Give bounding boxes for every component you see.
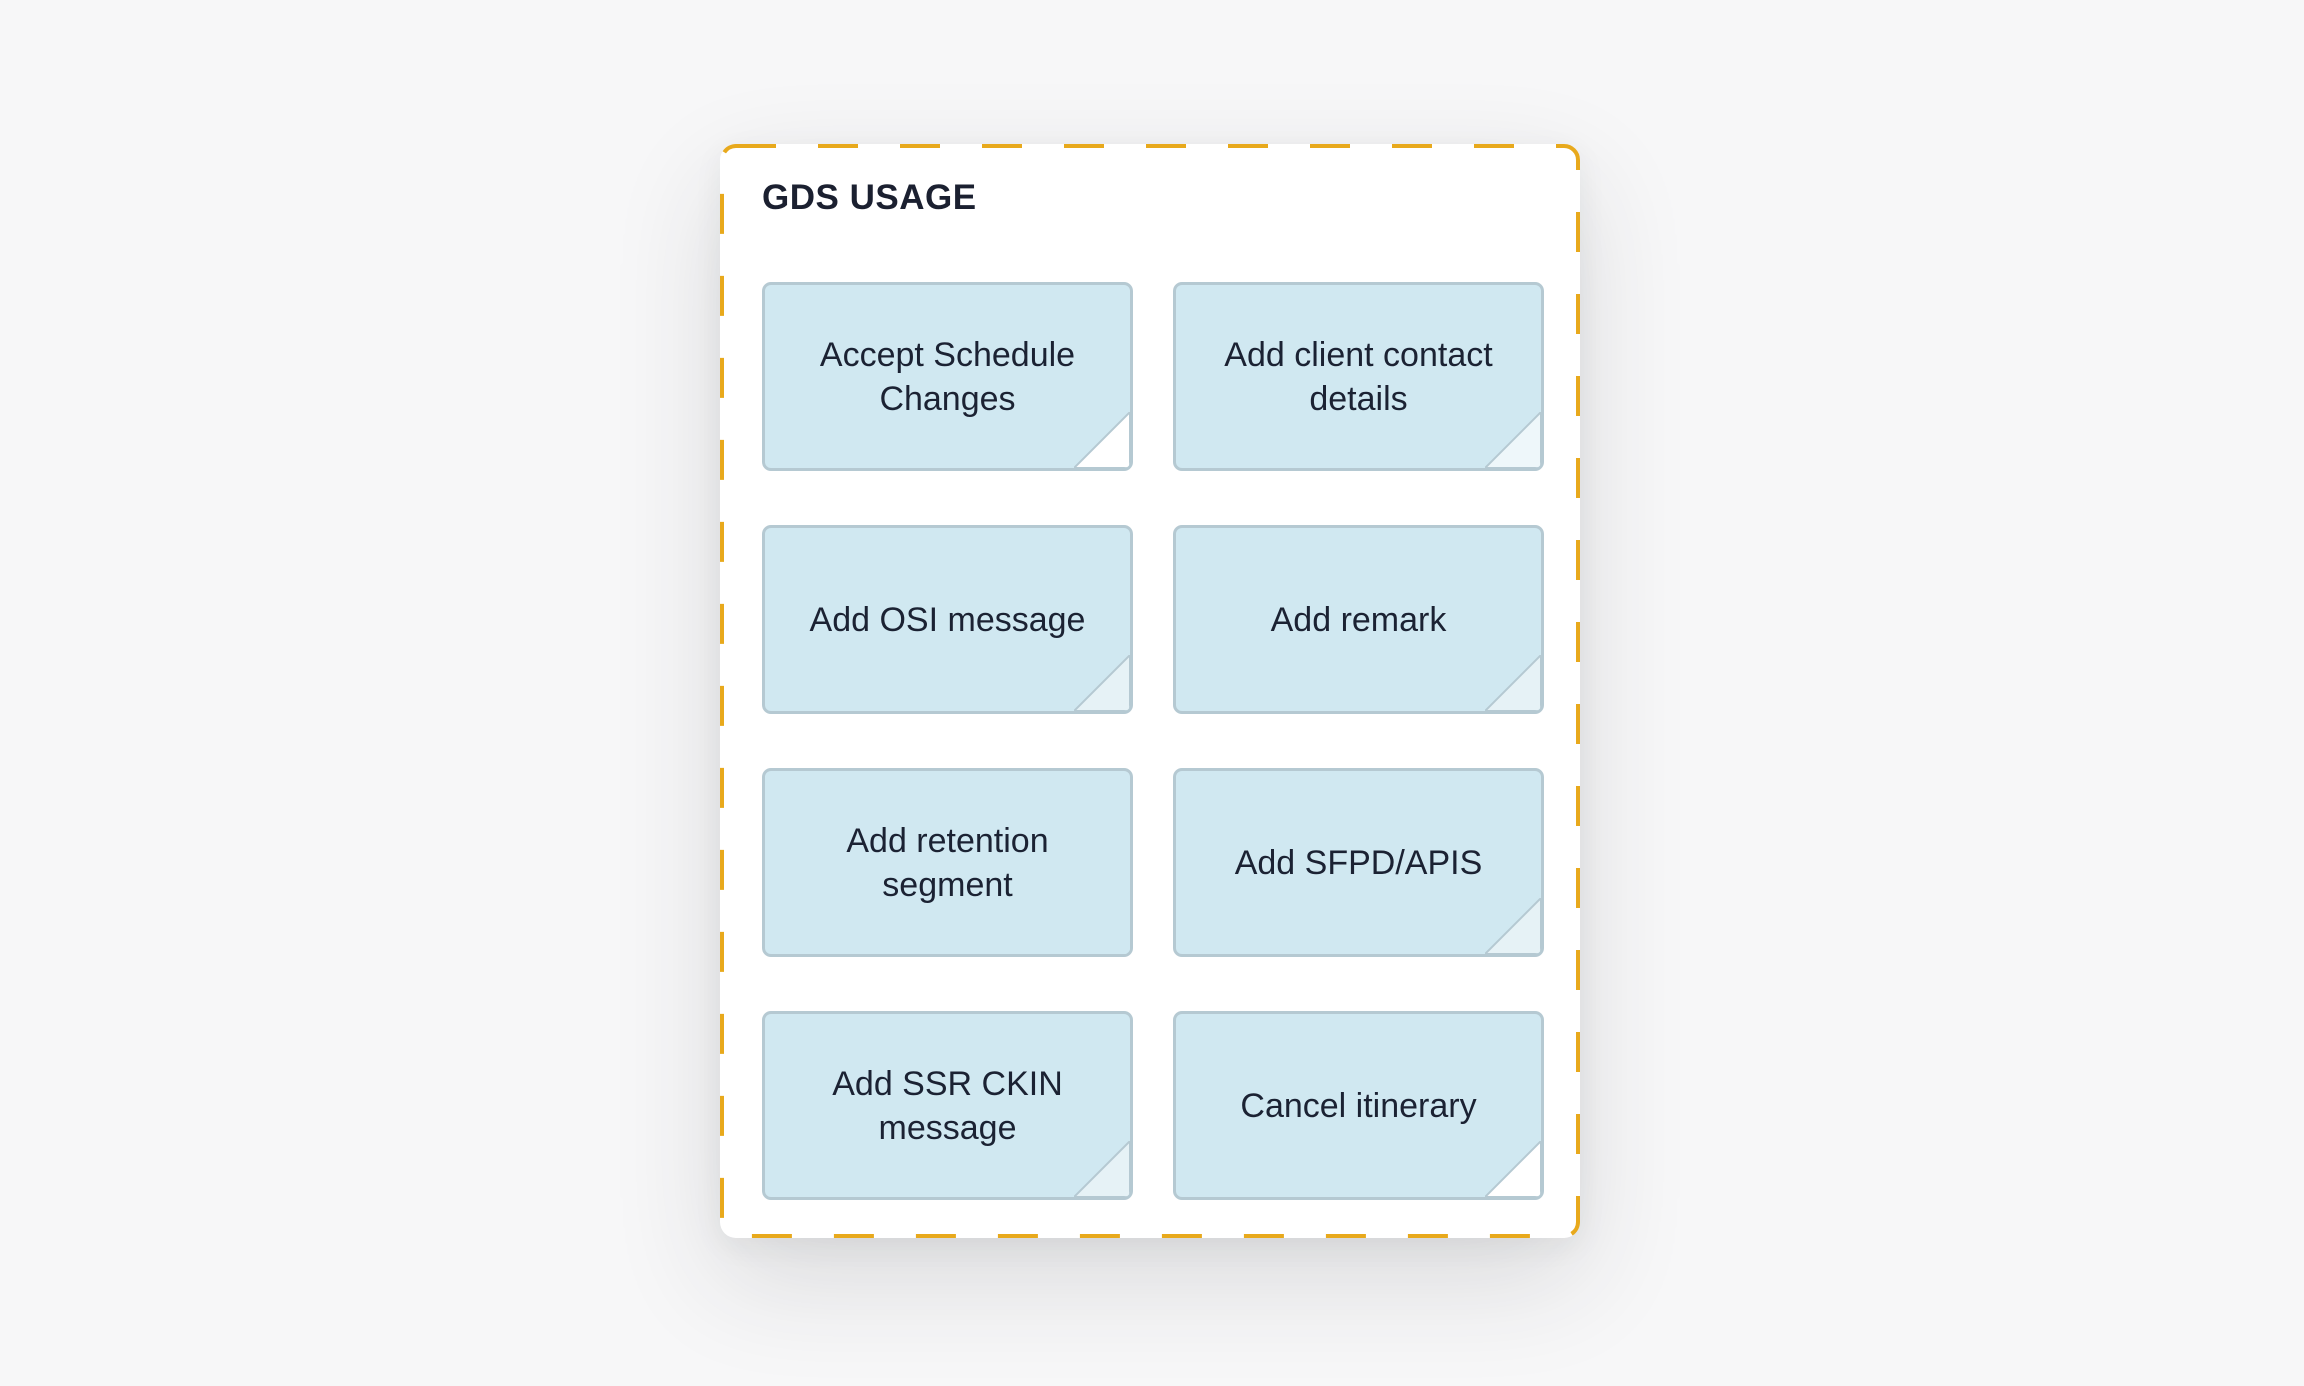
card-label: Add remark [1270, 600, 1447, 639]
card-add-osi-message[interactable]: Add OSI message [762, 525, 1133, 714]
card-label: Accept Schedule Changes [819, 335, 1076, 418]
card-label: Add SFPD/APIS [1234, 843, 1483, 882]
card-label: Cancel itinerary [1240, 1086, 1477, 1125]
card-add-sfpd-apis[interactable]: Add SFPD/APIS [1173, 768, 1544, 957]
corner-fold-icon [1485, 1141, 1541, 1197]
card-accept-schedule-changes[interactable]: Accept Schedule Changes [762, 282, 1133, 471]
card-cancel-itinerary[interactable]: Cancel itinerary [1173, 1011, 1544, 1200]
card-add-ssr-ckin-message[interactable]: Add SSR CKIN message [762, 1011, 1133, 1200]
corner-fold-icon [1485, 898, 1541, 954]
corner-fold-icon [1074, 655, 1130, 711]
corner-fold-icon [1485, 412, 1541, 468]
card-label: Add retention segment [846, 821, 1049, 904]
card-label: Add OSI message [809, 600, 1086, 639]
gds-usage-panel: GDS USAGE Accept Schedule Changes Add cl… [720, 144, 1580, 1238]
action-card-grid: Accept Schedule Changes Add client conta… [762, 282, 1544, 1200]
card-add-client-contact-details[interactable]: Add client contact details [1173, 282, 1544, 471]
card-label: Add SSR CKIN message [832, 1064, 1063, 1147]
corner-fold-icon [1074, 898, 1130, 954]
card-label: Add client contact details [1224, 335, 1493, 418]
corner-fold-icon [1074, 412, 1130, 468]
panel-title: GDS USAGE [762, 178, 977, 217]
corner-fold-icon [1485, 655, 1541, 711]
card-add-remark[interactable]: Add remark [1173, 525, 1544, 714]
corner-fold-icon [1074, 1141, 1130, 1197]
card-add-retention-segment[interactable]: Add retention segment [762, 768, 1133, 957]
